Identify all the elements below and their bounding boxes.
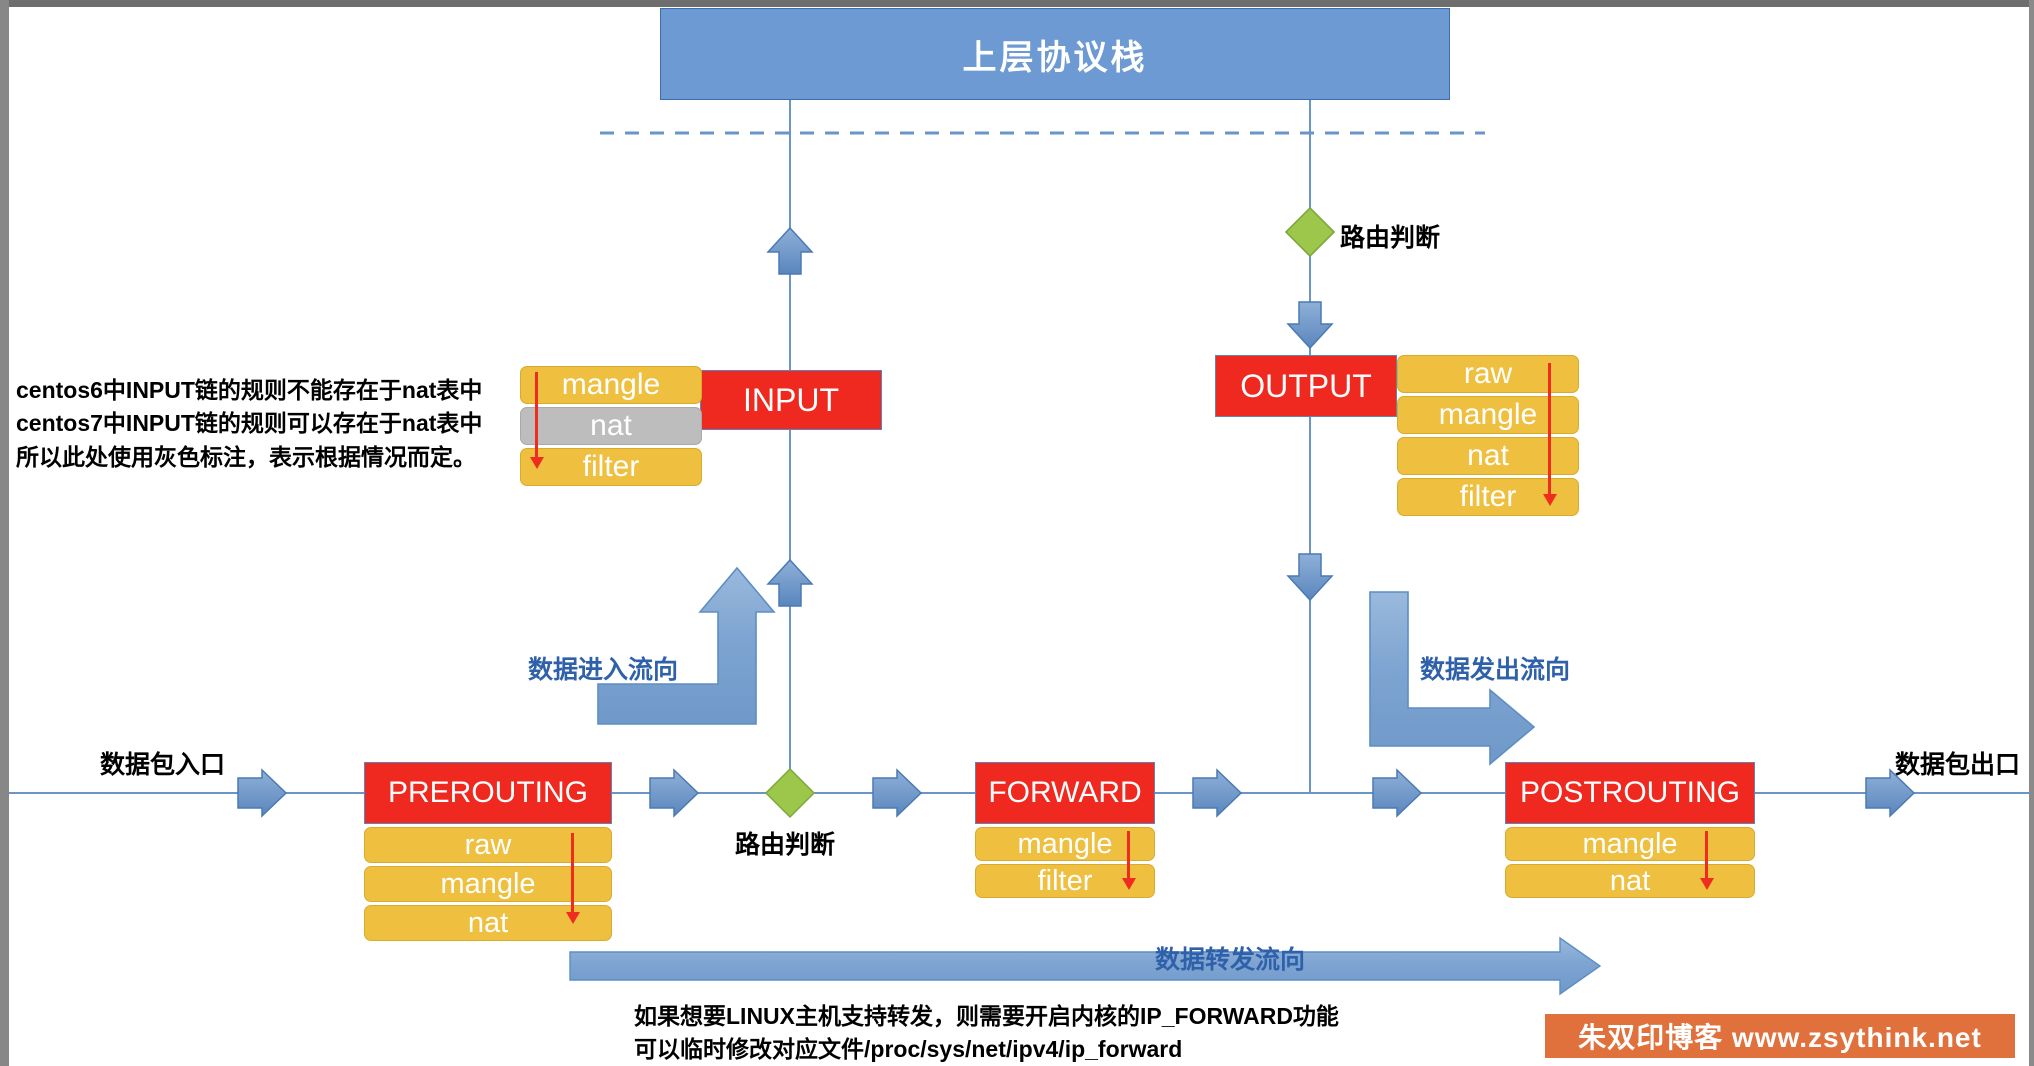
table-name: mangle	[440, 867, 536, 900]
table-name: raw	[464, 828, 512, 861]
watermark-text: 朱双印博客 www.zsythink.net	[1578, 1022, 1982, 1053]
table-order-arrow-postrouting	[1705, 831, 1708, 879]
table-stack-input: mangle nat filter	[520, 366, 702, 486]
table-name: nat	[467, 906, 509, 939]
table-row[interactable]: raw	[364, 827, 612, 863]
table-row[interactable]: nat	[1505, 864, 1755, 898]
table-row[interactable]: mangle	[1397, 396, 1579, 434]
table-stack-postrouting: mangle nat	[1505, 827, 1755, 898]
table-row[interactable]: filter	[975, 864, 1155, 898]
chain-forward-label: FORWARD	[988, 776, 1142, 809]
table-order-arrow-input	[535, 372, 538, 458]
table-row[interactable]: nat	[1397, 437, 1579, 475]
table-row[interactable]: mangle	[520, 366, 702, 404]
ip-forward-note: 如果想要LINUX主机支持转发，则需要开启内核的IP_FORWARD功能 可以临…	[634, 1003, 1339, 1063]
table-name: raw	[1463, 357, 1513, 390]
chain-postrouting-label: POSTROUTING	[1519, 776, 1740, 809]
table-name: filter	[1037, 864, 1093, 897]
incoming-flow-label: 数据进入流向	[528, 656, 679, 684]
chain-output-label: OUTPUT	[1240, 367, 1372, 404]
table-row[interactable]: mangle	[975, 827, 1155, 861]
forwarding-flow-label: 数据转发流向	[1155, 946, 1306, 974]
table-row[interactable]: mangle	[364, 866, 612, 902]
watermark-banner: 朱双印博客 www.zsythink.net	[1545, 1014, 2015, 1058]
table-name: nat	[1609, 864, 1651, 897]
ingress-label: 数据包入口	[100, 751, 226, 779]
table-name: mangle	[1438, 398, 1538, 431]
chain-input[interactable]: INPUT	[700, 370, 882, 430]
chain-forward[interactable]: FORWARD	[975, 762, 1155, 824]
chain-prerouting[interactable]: PREROUTING	[364, 762, 612, 824]
table-row[interactable]: filter	[520, 448, 702, 486]
table-name: filter	[582, 450, 640, 483]
table-row[interactable]: mangle	[1505, 827, 1755, 861]
outgoing-flow-label: 数据发出流向	[1420, 656, 1571, 684]
table-order-arrow-output	[1548, 363, 1551, 495]
table-name: mangle	[1582, 827, 1678, 860]
routing-decision-bottom-label: 路由判断	[735, 831, 836, 859]
upper-protocol-stack-label: 上层协议栈	[962, 38, 1148, 77]
table-name: nat	[590, 409, 632, 442]
table-stack-output: raw mangle nat filter	[1397, 355, 1579, 516]
table-row[interactable]: nat	[520, 407, 702, 445]
chain-output[interactable]: OUTPUT	[1215, 355, 1397, 417]
table-stack-forward: mangle filter	[975, 827, 1155, 898]
chain-postrouting[interactable]: POSTROUTING	[1505, 762, 1755, 824]
table-order-arrow-prerouting	[571, 833, 574, 913]
canvas-top-border	[0, 0, 2034, 7]
upper-protocol-stack-box: 上层协议栈	[660, 8, 1450, 100]
canvas-right-border	[2029, 0, 2034, 1066]
routing-decision-top-label: 路由判断	[1340, 224, 1441, 252]
canvas-left-border	[0, 0, 9, 1066]
table-name: mangle	[561, 368, 661, 401]
input-nat-note: centos6中INPUT链的规则不能存在于nat表中 centos7中INPU…	[16, 377, 483, 470]
chain-prerouting-label: PREROUTING	[387, 776, 588, 809]
table-name: filter	[1459, 480, 1517, 513]
table-order-arrow-forward	[1127, 831, 1130, 879]
table-name: mangle	[1017, 827, 1113, 860]
table-row[interactable]: raw	[1397, 355, 1579, 393]
egress-label: 数据包出口	[1895, 751, 2021, 779]
table-name: nat	[1467, 439, 1509, 472]
chain-input-label: INPUT	[743, 381, 839, 418]
